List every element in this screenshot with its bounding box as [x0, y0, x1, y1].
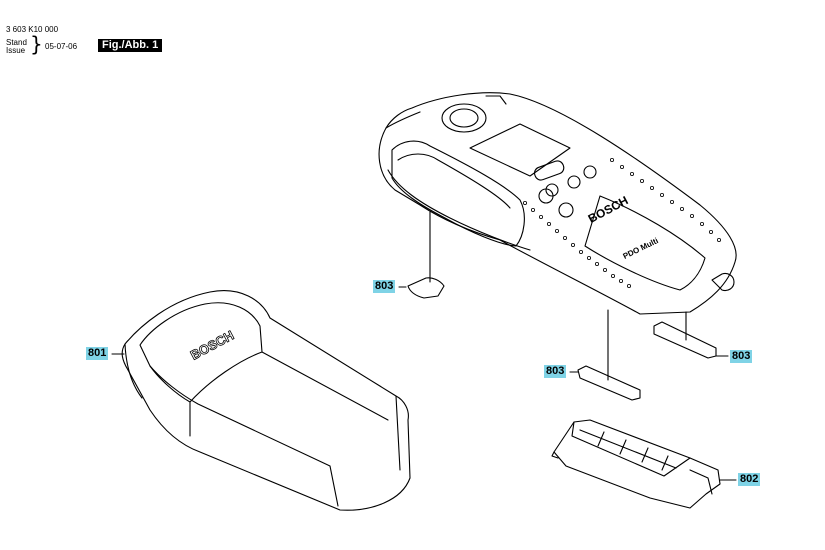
- callout-803-felt-pad-right: 803: [730, 350, 753, 363]
- callout-803-felt-pad-center: 803: [544, 365, 567, 378]
- device-brand-text: BOSCH: [586, 193, 631, 226]
- felt-pad-803a: [407, 277, 445, 299]
- pouch-801: [121, 290, 411, 511]
- document-number: 3 603 K10 000: [6, 25, 59, 34]
- stand-label: Stand: [6, 38, 27, 47]
- issue-date: 05-07-06: [45, 42, 78, 51]
- callout-801: 801: [86, 347, 109, 360]
- device-body: [378, 92, 737, 315]
- device-model-text: PDO Multi: [621, 236, 659, 261]
- figure-label: Fig./Abb. 1: [98, 39, 163, 52]
- callout-803-felt-pad-left: 803: [373, 280, 396, 293]
- felt-pad-803b: [577, 365, 641, 401]
- brace-glyph: }: [30, 32, 43, 56]
- callout-802: 802: [738, 473, 761, 486]
- felt-pad-803c: [653, 321, 717, 359]
- pouch-brand-text: BOSCH: [188, 327, 236, 362]
- battery-cover-802: [551, 419, 721, 509]
- issue-label: Issue: [6, 46, 26, 55]
